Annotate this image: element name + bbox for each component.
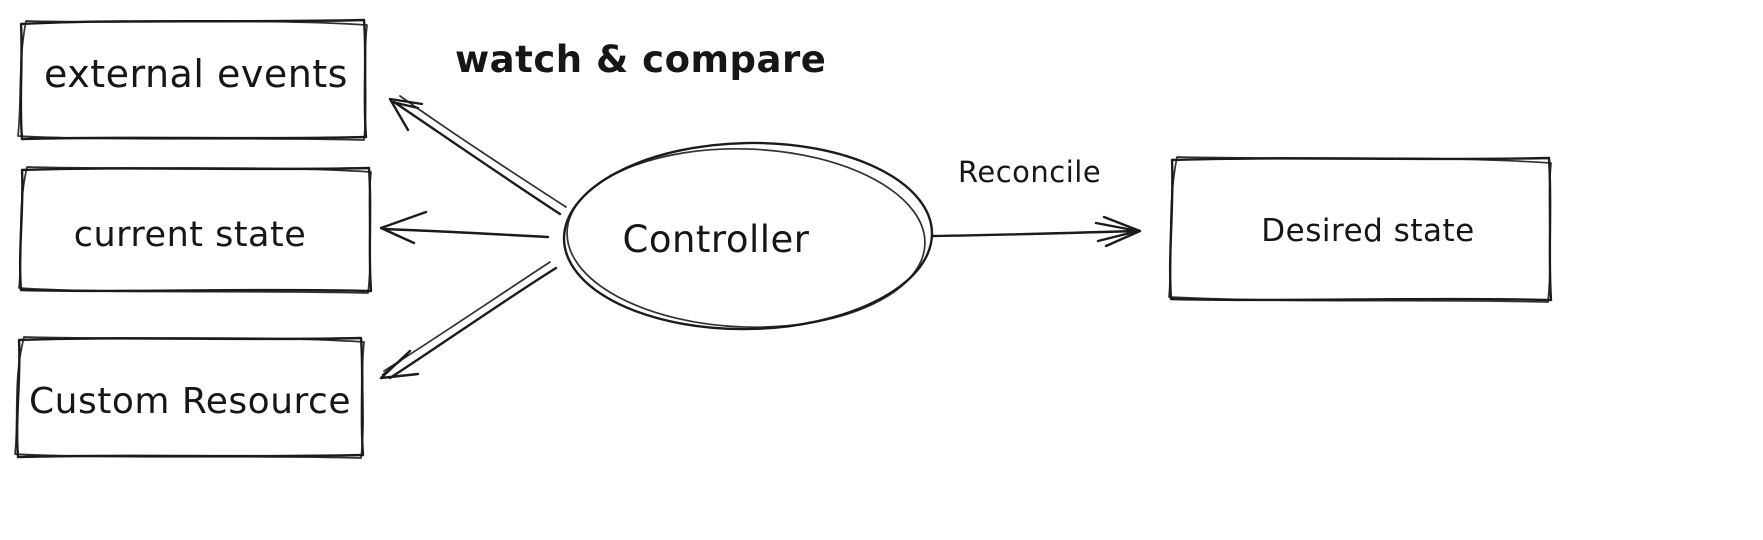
edge-label-watch-compare: watch & compare [455,38,826,81]
arrow-reconcile [931,215,1142,248]
node-controller: Controller [562,141,934,331]
arrow-reconcile-head [1094,215,1142,248]
controller-ellipse-sketch [566,147,926,329]
arrow-to-custom-resource-line [388,266,558,380]
node-label-external-events: external events [44,52,348,96]
external-events-box-sketch [17,20,368,141]
arrow-to-custom-resource-head [379,349,420,380]
desired-state-box-sketch [1168,156,1552,303]
node-label-custom-resource: Custom Resource [29,381,351,422]
controller-ellipse [562,141,934,331]
arrow-to-current-state [379,210,550,245]
arrow-to-external-events [388,95,567,216]
arrow-reconcile-line [931,229,1138,238]
arrow-to-external-events-head [388,97,424,132]
arrow-to-external-events-line-sketch [399,95,567,208]
arrow-to-current-state-line [382,227,550,239]
current-state-box-sketch [18,166,372,294]
node-label-controller: Controller [622,218,809,261]
arrow-to-current-state-head [379,210,428,245]
node-label-desired-state: Desired state [1261,213,1474,249]
arrow-to-external-events-line [392,100,562,216]
node-current-state: current state [18,166,373,294]
edge-label-reconcile: Reconcile [958,155,1101,189]
node-external-events: external events [17,18,368,141]
node-label-current-state: current state [74,215,307,255]
arrow-to-custom-resource [379,261,558,380]
arrow-to-custom-resource-line-sketch [383,261,551,372]
custom-resource-box-sketch [14,336,365,459]
node-custom-resource: Custom Resource [14,336,365,459]
node-desired-state: Desired state [1168,156,1553,303]
